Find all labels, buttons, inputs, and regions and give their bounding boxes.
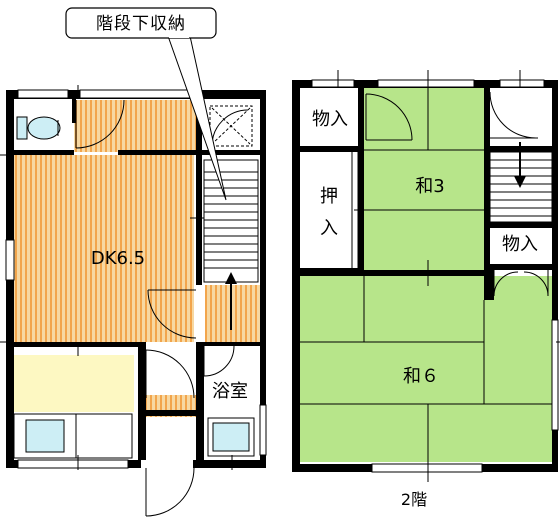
callout-label: 階段下収納 bbox=[96, 14, 186, 34]
floor-2-label: 2階 bbox=[401, 490, 427, 509]
closet-2-doors bbox=[493, 270, 549, 297]
arrow-up-icon bbox=[225, 272, 237, 330]
stairs-first-floor bbox=[203, 159, 259, 283]
bath-label: 浴室 bbox=[212, 381, 248, 402]
washitsu-6-label: 和６ bbox=[403, 366, 439, 387]
storage-floor bbox=[205, 100, 260, 152]
closet-2-floor bbox=[490, 228, 552, 264]
oshiire-label-top: 押 bbox=[320, 186, 338, 207]
second-wall-ticks bbox=[337, 70, 560, 482]
corridor-floor bbox=[74, 100, 200, 152]
front-door bbox=[145, 467, 195, 517]
closet-1-door bbox=[365, 93, 413, 141]
entry-floor bbox=[14, 355, 134, 412]
hall-floor bbox=[205, 285, 260, 342]
washitsu-6-floor bbox=[300, 276, 552, 462]
closet-1-label: 物入 bbox=[312, 109, 348, 130]
oshiire-floor bbox=[300, 152, 358, 268]
stair-landing-floor bbox=[490, 88, 552, 146]
sink-icon bbox=[25, 419, 65, 453]
dk-door bbox=[147, 289, 197, 339]
second-floor-windows bbox=[311, 79, 559, 473]
dk-label: DK6.5 bbox=[91, 248, 145, 269]
arrow-down-icon bbox=[514, 142, 526, 188]
landing-door bbox=[489, 91, 538, 139]
stairs-second-floor bbox=[489, 151, 553, 223]
first-floor: 階段下収納 DK6.5 浴室 bbox=[0, 7, 267, 517]
interior-walls bbox=[14, 99, 260, 460]
washitsu-3-label: 和3 bbox=[415, 176, 444, 197]
storage-callout bbox=[65, 7, 227, 201]
second-floor: 物入 押 入 和3 物入 和６ 2階 bbox=[292, 70, 560, 509]
closet-1-floor bbox=[300, 88, 358, 146]
bath-door bbox=[203, 345, 235, 377]
toilet-icon bbox=[16, 116, 61, 140]
dk-floor bbox=[14, 155, 194, 342]
entry-door bbox=[145, 349, 195, 399]
toilet-door bbox=[75, 99, 125, 149]
bathtub-icon bbox=[207, 417, 255, 457]
washitsu-3-floor bbox=[364, 88, 484, 276]
first-floor-windows bbox=[5, 89, 267, 469]
closet-2-label: 物入 bbox=[502, 234, 538, 255]
oshiire-label-bottom: 入 bbox=[320, 218, 338, 239]
